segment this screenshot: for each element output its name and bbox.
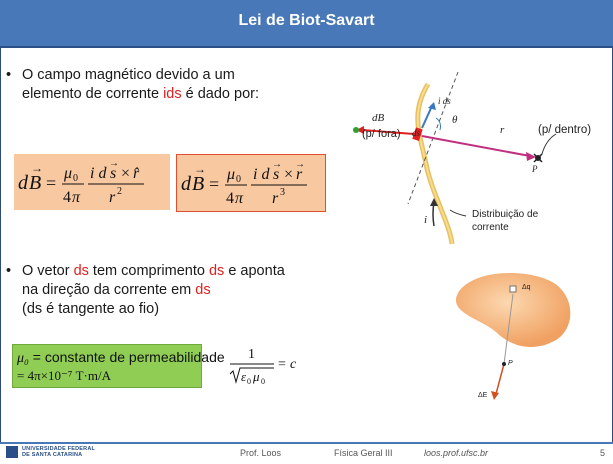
bullet-2-text-end: e aponta	[224, 263, 285, 279]
dB-label: dB	[372, 112, 385, 124]
bullet-1-line-1: O campo magnético devido a um	[22, 67, 235, 83]
ds-highlight: ds	[73, 263, 89, 279]
svg-text:μ: μ	[226, 166, 235, 183]
svg-text:4: 4	[226, 190, 234, 207]
svg-text:→: →	[194, 162, 206, 176]
charge-distribution-diagram	[455, 273, 571, 400]
footer-course: Física Geral III	[334, 448, 393, 458]
svg-text:r: r	[272, 190, 279, 207]
footer-author: Prof. Loos	[240, 448, 282, 458]
bullet-2-text: O vetor	[22, 263, 74, 279]
svg-text:4: 4	[63, 189, 71, 206]
footer-bar	[0, 442, 613, 464]
permeability-value: = 4π×10⁻⁷ T·m/A	[17, 368, 112, 383]
svg-text:μ: μ	[252, 369, 260, 384]
svg-text:ε: ε	[241, 369, 247, 384]
ds-label: ds	[412, 128, 421, 138]
page-number: 5	[600, 448, 606, 458]
dE-label: ΔE	[478, 392, 488, 399]
svg-text:s: s	[273, 166, 279, 183]
bullet-1-text-end: é dado por:	[181, 86, 260, 102]
svg-text:s: s	[110, 165, 116, 182]
footer-site: loos.prof.ufsc.br	[424, 448, 489, 458]
formula-2: d B → = μ 0 4 π i d s → × r → r 3	[181, 159, 307, 207]
svg-text:0: 0	[73, 173, 78, 184]
formula-1: d B → = μ 0 4 π i d s → × r̂ r 2	[18, 158, 144, 206]
svg-text:×: ×	[284, 166, 293, 183]
svg-text:1: 1	[248, 347, 255, 362]
university-name: UNIVERSIDADE FEDERAL DE SANTA CATARINA	[22, 446, 95, 458]
i-label: i	[424, 214, 428, 226]
svg-text:→: →	[295, 159, 305, 170]
theta-label: θ	[452, 114, 458, 126]
svg-text:×: ×	[121, 165, 130, 182]
svg-text:r: r	[109, 189, 116, 206]
bullet-2-line-1: O vetor ds tem comprimento ds e aponta	[22, 262, 346, 281]
svg-text:r: r	[296, 166, 303, 183]
bullet-dot: •	[6, 67, 12, 83]
formula-box-2: d B → = μ 0 4 π i d s → × r → r 3	[176, 154, 326, 212]
university-line-1: UNIVERSIDADE FEDERAL	[22, 446, 96, 452]
formula-box-1: d B → = μ 0 4 π i d s → × r̂ r 2	[14, 154, 170, 210]
title-bar	[0, 0, 613, 48]
bullet-2: • O vetor ds tem comprimento ds e aponta…	[6, 262, 346, 319]
bullet-2-text-mid: tem comprimento	[88, 263, 209, 279]
distribution-line-2: corrente	[472, 222, 509, 233]
svg-text:d: d	[181, 173, 192, 195]
svg-text:π: π	[235, 190, 244, 207]
svg-text:0: 0	[247, 377, 251, 386]
svg-text:μ: μ	[63, 165, 72, 182]
svg-text:=: =	[46, 173, 56, 193]
bullet-2-line-2: na direção da corrente em ds	[22, 281, 346, 300]
bullet-2-text-2: na direção da corrente em	[22, 282, 196, 298]
P-label: P	[532, 164, 538, 174]
svg-text:→: →	[109, 158, 119, 169]
dq-label: Δq	[522, 284, 531, 291]
slide-title: Lei de Biot-Savart	[238, 12, 375, 29]
ids-label: i ds	[438, 96, 451, 106]
svg-text:i d: i d	[253, 166, 270, 183]
svg-text:B: B	[29, 172, 41, 194]
P2-label: P	[508, 360, 513, 367]
mu0-symbol: μ₀	[17, 351, 29, 366]
svg-text:d: d	[18, 172, 29, 194]
bullet-1-line-2: elemento de corrente ids é dado por:	[22, 85, 316, 104]
ds-highlight: ds	[195, 282, 211, 298]
distribution-label: Distribuição de corrente	[472, 208, 538, 234]
svg-text:i d: i d	[90, 165, 107, 182]
svg-text:c: c	[290, 357, 297, 372]
svg-text:0: 0	[236, 174, 241, 185]
out-label: (p/ fora)	[362, 128, 401, 140]
speed-of-light-formula: 1 ε 0 μ 0 = c	[229, 347, 297, 386]
svg-text:3: 3	[280, 187, 285, 198]
r-label: r	[500, 124, 505, 136]
svg-text:=: =	[209, 174, 219, 194]
svg-text:=: =	[278, 357, 286, 372]
svg-text:2: 2	[117, 186, 122, 197]
in-label: (p/ dentro)	[538, 124, 592, 136]
ids-highlight: ids	[163, 86, 182, 102]
svg-text:r̂: r̂	[133, 165, 140, 182]
bullet-dot: •	[6, 263, 12, 279]
svg-text:→: →	[31, 161, 43, 175]
svg-text:0: 0	[261, 377, 265, 386]
svg-text:B: B	[192, 173, 204, 195]
permeability-box: μ₀ = constante de permeabilidade = 4π×10…	[12, 344, 225, 388]
university-logo-icon	[6, 446, 18, 458]
bullet-1: • O campo magnético devido a um elemento…	[6, 66, 316, 104]
university-line-2: DE SANTA CATARINA	[22, 452, 83, 458]
svg-text:→: →	[272, 159, 282, 170]
biot-savart-diagram	[353, 71, 557, 245]
bullet-2-line-3: (ds é tangente ao fio)	[22, 301, 160, 317]
distribution-line-1: Distribuição de	[472, 209, 539, 220]
permeability-text: = constante de permeabilidade	[28, 349, 225, 365]
ds-highlight: ds	[208, 263, 225, 279]
bullet-1-text: elemento de corrente	[22, 86, 164, 102]
permeability-label: μ₀ = constante de permeabilidade	[17, 349, 225, 367]
svg-text:π: π	[72, 189, 81, 206]
